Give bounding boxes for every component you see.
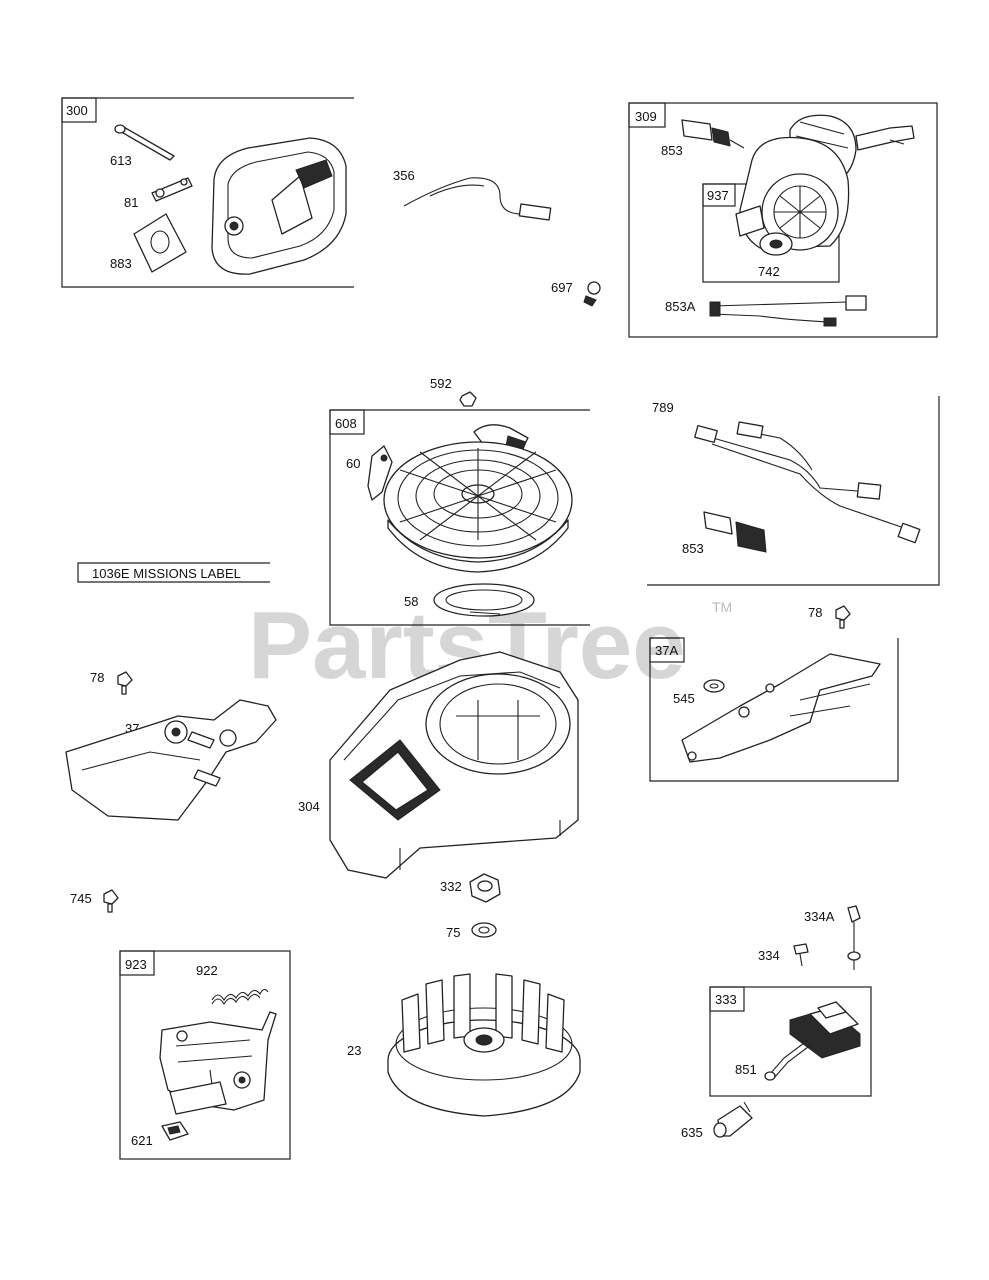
callout-334a: 334A <box>804 909 835 924</box>
blower-housing-304-drawing <box>329 651 579 879</box>
bolt-745-drawing <box>103 889 119 913</box>
gasket-883-drawing <box>133 213 187 273</box>
wire-356-drawing <box>403 177 552 221</box>
callout-304: 304 <box>298 799 320 814</box>
box-label-333: 333 <box>715 992 737 1007</box>
callout-545: 545 <box>673 691 695 706</box>
bracket-37a-drawing <box>681 653 881 763</box>
box-label-923-frame <box>119 950 155 976</box>
callout-75: 75 <box>446 925 460 940</box>
callout-851: 851 <box>735 1062 757 1077</box>
starter-motor-drawing <box>735 114 915 256</box>
group-300-frame <box>61 97 354 288</box>
callout-745: 745 <box>70 891 92 906</box>
box-label-37a: 37A <box>655 643 678 658</box>
group-789-frame <box>647 396 940 586</box>
callout-23: 23 <box>347 1043 361 1058</box>
missions-label-frame <box>77 562 270 583</box>
connector-853-drawing <box>681 119 745 149</box>
washer-75-drawing <box>471 922 497 938</box>
box-label-333-frame <box>709 986 745 1012</box>
callout-621: 621 <box>131 1133 153 1148</box>
callout-78-left: 78 <box>90 670 104 685</box>
callout-356: 356 <box>393 168 415 183</box>
spring-58-drawing <box>433 583 535 617</box>
box-label-937-frame <box>702 183 736 207</box>
callout-58: 58 <box>404 594 418 609</box>
callout-742: 742 <box>758 264 780 279</box>
washer-81-drawing <box>151 177 193 202</box>
callout-78-right: 78 <box>808 605 822 620</box>
clip-621-drawing <box>161 1121 189 1141</box>
harness-853a-drawing <box>709 295 867 327</box>
callout-592: 592 <box>430 376 452 391</box>
harness-789-drawing <box>694 421 921 544</box>
air-cleaner-cover-drawing <box>211 137 347 275</box>
rewind-starter-drawing <box>383 424 573 573</box>
callout-853a: 853A <box>665 299 696 314</box>
group-923: 923 922 621 <box>119 950 291 1160</box>
box-label-309-frame <box>628 102 666 128</box>
box-label-309: 309 <box>635 109 657 124</box>
group-923-frame <box>119 950 291 1160</box>
group-309-frame <box>628 102 938 338</box>
armature-851-drawing <box>764 1001 861 1081</box>
group-789: 789 853 <box>647 396 940 586</box>
group-333: 333 851 <box>709 986 872 1097</box>
callout-635: 635 <box>681 1125 703 1140</box>
bracket-37-drawing <box>65 699 277 821</box>
box-label-608: 608 <box>335 416 357 431</box>
group-333-frame <box>709 986 872 1097</box>
missions-label-group: 1036E MISSIONS LABEL <box>77 562 270 583</box>
group-608: 608 60 58 <box>329 409 590 626</box>
callout-922: 922 <box>196 963 218 978</box>
callout-853-lower: 853 <box>682 541 704 556</box>
callout-883: 883 <box>110 256 132 271</box>
bolt-78-left-drawing <box>117 671 133 695</box>
connector-853-lower-drawing <box>703 511 767 553</box>
callout-697: 697 <box>551 280 573 295</box>
group-37a: 37A 545 <box>649 637 899 782</box>
callout-334: 334 <box>758 948 780 963</box>
stud-334a-drawing <box>847 905 861 970</box>
watermark-trademark: TM <box>712 599 732 615</box>
nut-592-drawing <box>459 391 477 407</box>
missions-label-text: 1036E MISSIONS LABEL <box>92 566 241 581</box>
box-label-300-frame <box>61 97 97 123</box>
bolt-613-drawing <box>114 124 175 161</box>
box-label-937: 937 <box>707 188 729 203</box>
nut-332-drawing <box>469 873 501 903</box>
box-label-37a-frame <box>649 637 685 663</box>
spring-922-drawing <box>211 988 269 1006</box>
pawl-60-drawing <box>367 445 393 501</box>
box-label-608-frame <box>329 409 365 435</box>
spark-boot-635-drawing <box>713 1101 753 1138</box>
group-309: 309 937 <box>628 102 938 338</box>
flywheel-23-drawing <box>387 973 581 1117</box>
group-300: 300 613 81 883 <box>61 97 354 288</box>
callout-81: 81 <box>124 195 138 210</box>
box-label-300: 300 <box>66 103 88 118</box>
washer-545-drawing <box>703 679 725 693</box>
callout-853: 853 <box>661 143 683 158</box>
screw-697-drawing <box>583 281 601 307</box>
callout-613: 613 <box>110 153 132 168</box>
governor-bracket-drawing <box>159 1011 277 1115</box>
callout-332: 332 <box>440 879 462 894</box>
box-label-789: 789 <box>652 400 674 415</box>
box-label-923: 923 <box>125 957 147 972</box>
screw-334-drawing <box>793 943 809 967</box>
group-608-frame <box>329 409 590 626</box>
callout-60: 60 <box>346 456 360 471</box>
bolt-78-right-drawing <box>835 605 851 629</box>
